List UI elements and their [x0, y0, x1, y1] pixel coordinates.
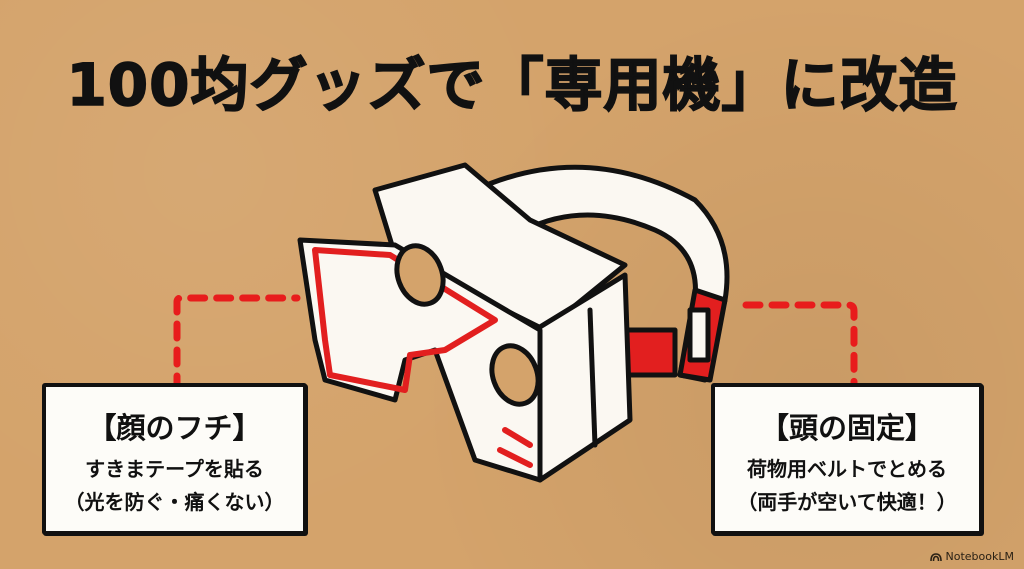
vr-headset-illustration	[297, 162, 730, 483]
right-connector-line	[742, 301, 858, 390]
watermark-label: NotebookLM	[945, 550, 1014, 563]
notebooklm-logo-icon	[929, 552, 942, 561]
page-title: 100均グッズで「専用機」に改造	[66, 50, 958, 120]
callout-heading: 【頭の固定】	[759, 411, 934, 445]
callout-head-fixing: 【頭の固定】 荷物用ベルトでとめる （両手が空いて快適！）	[711, 383, 983, 535]
callout-line: 荷物用ベルトでとめる	[747, 457, 947, 481]
left-connector-line	[173, 294, 301, 390]
callout-line: すきまテープを貼る	[85, 457, 264, 481]
callout-face-edge: 【顔のフチ】 すきまテープを貼る （光を防ぐ・痛くない）	[42, 383, 307, 535]
watermark: NotebookLM	[929, 550, 1014, 563]
callout-heading: 【顔のフチ】	[87, 411, 262, 445]
callout-line: （両手が空いて快適！）	[737, 490, 957, 514]
callout-line: （光を防ぐ・痛くない）	[64, 490, 285, 514]
